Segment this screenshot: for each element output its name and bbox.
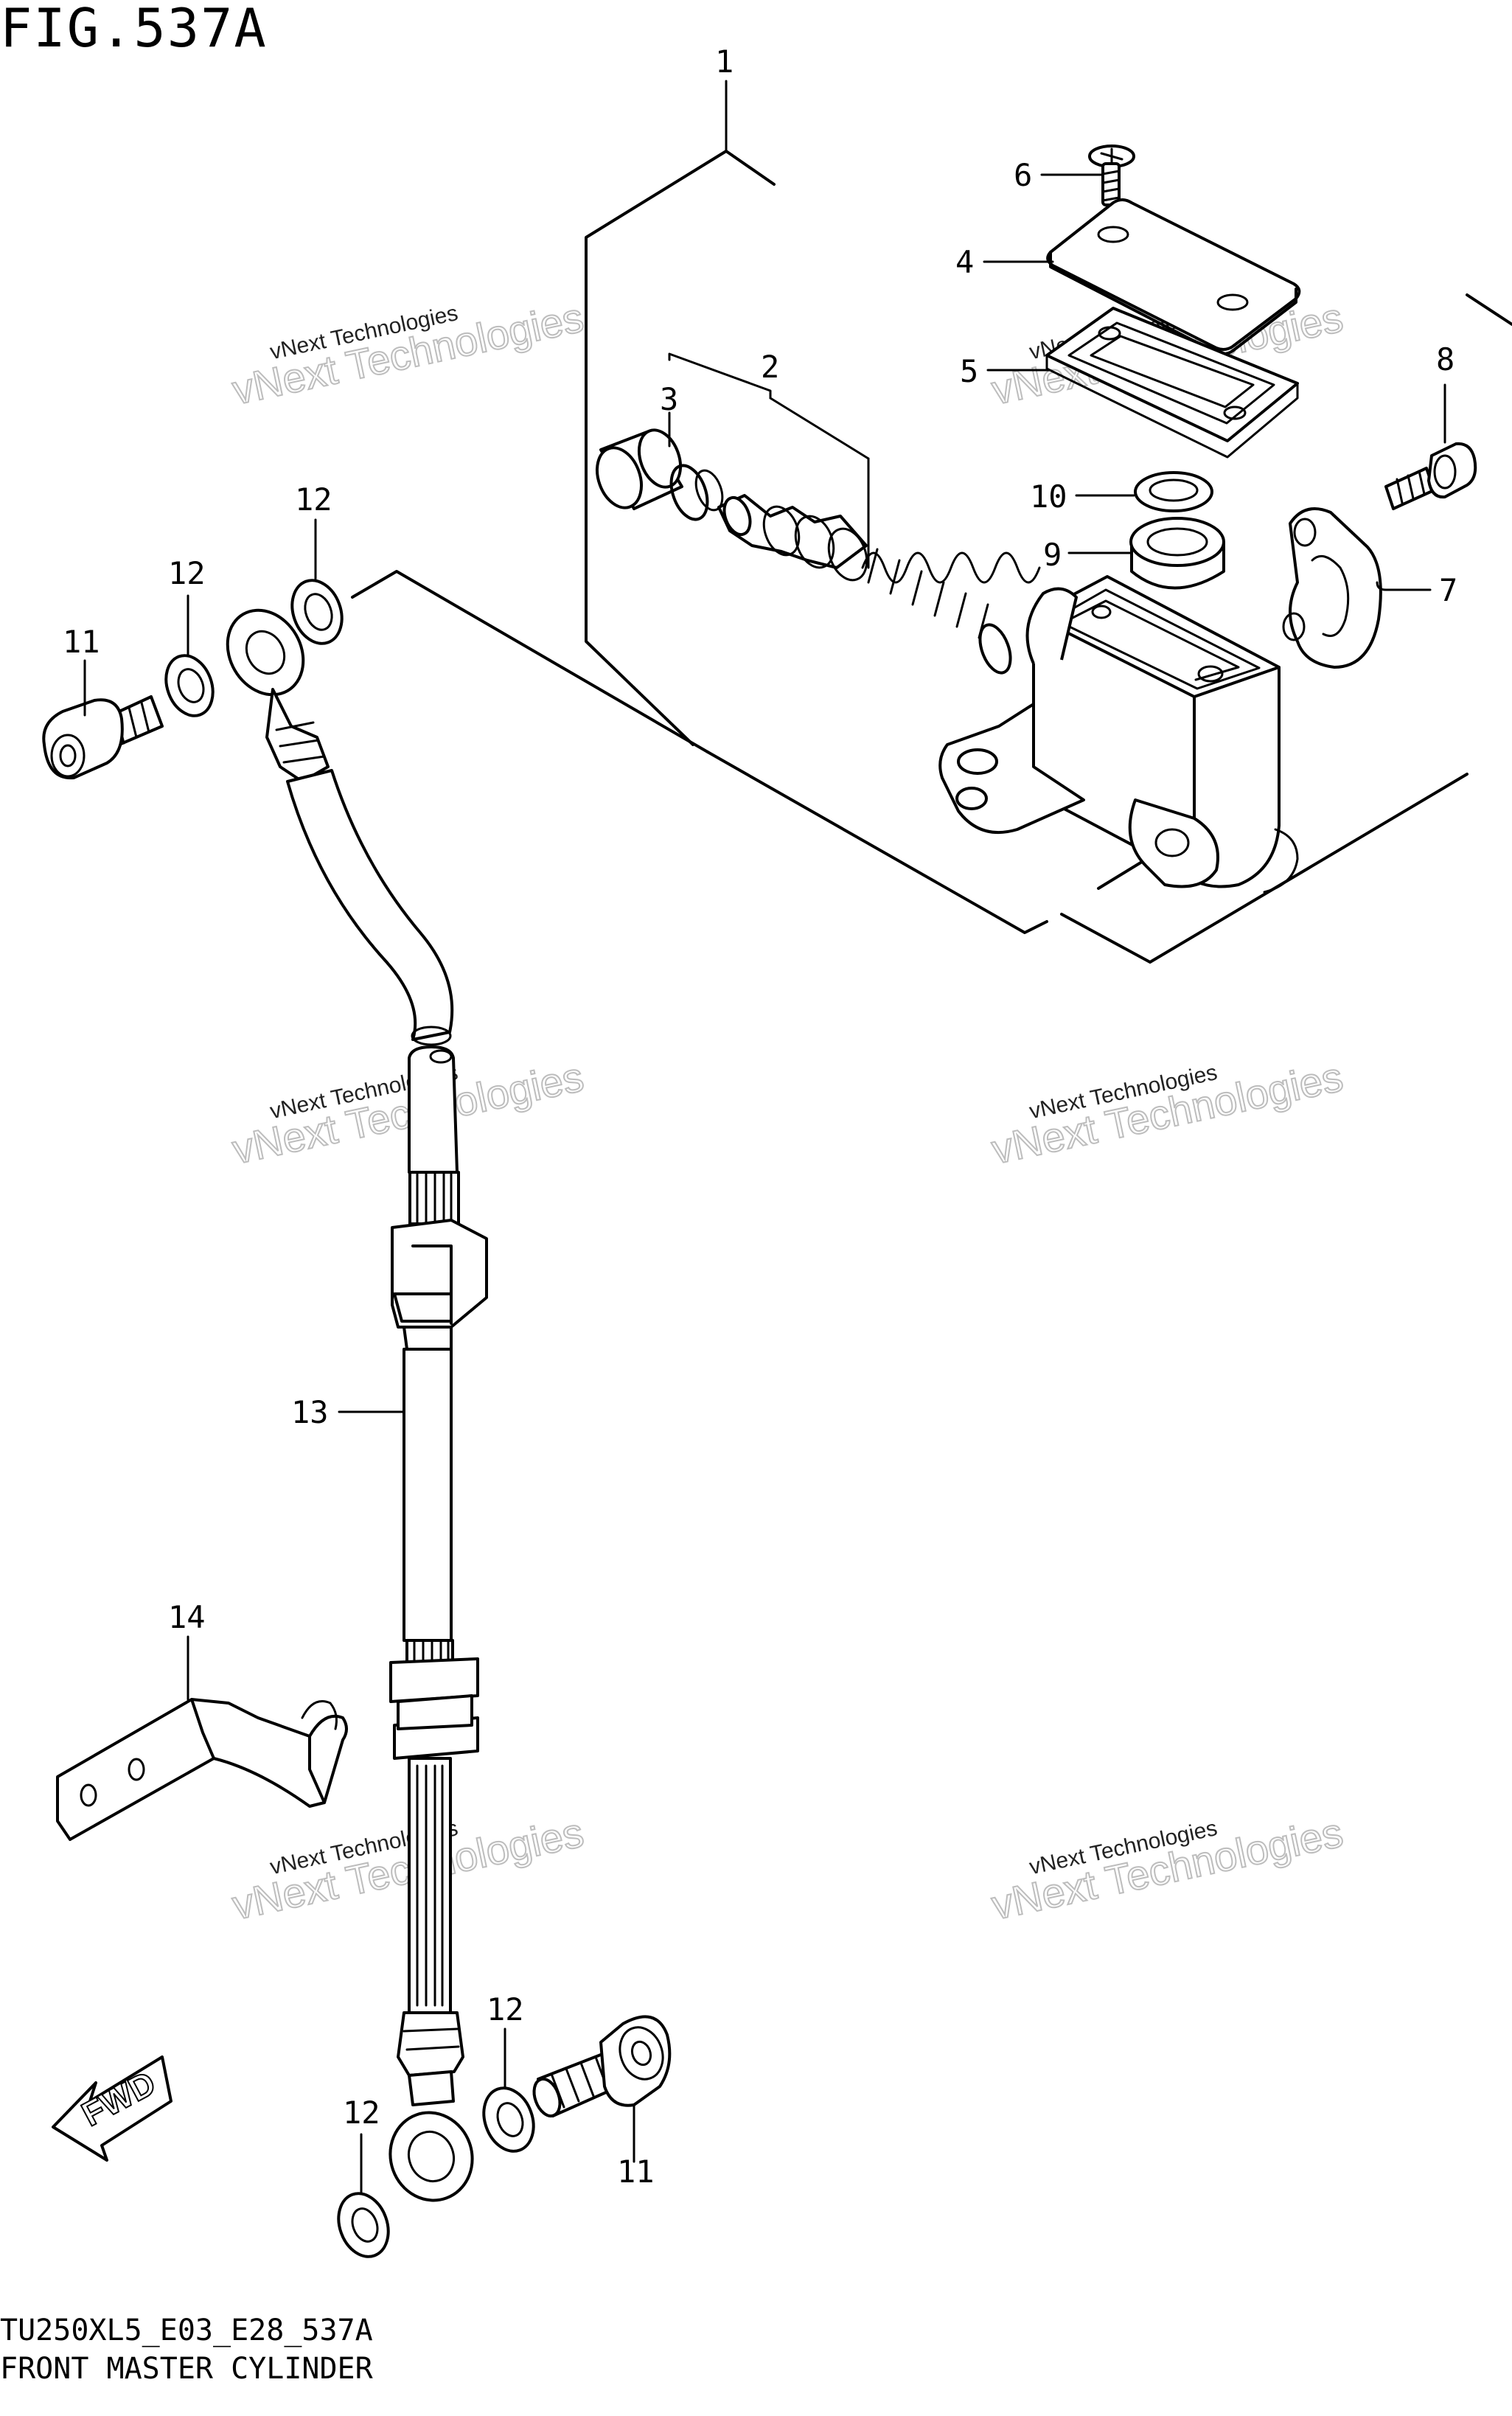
piston-2 xyxy=(717,494,868,582)
callout-13: 13 xyxy=(291,1394,329,1430)
callout-3: 3 xyxy=(660,381,678,417)
banjo-bolt-11-upper xyxy=(42,695,164,780)
fwd-arrow-icon: FWD xyxy=(52,2055,173,2162)
watermark: vNext Technologies vNext Technologies xyxy=(987,1808,1348,1929)
diaphragm-5 xyxy=(1045,307,1299,459)
circlip xyxy=(669,464,724,521)
callout-labels: 1 2 3 4 5 6 7 8 9 10 11 11 12 12 12 12 1… xyxy=(63,43,1457,2190)
callout-2: 2 xyxy=(761,349,779,385)
washer-12-lower-right xyxy=(482,2086,535,2153)
watermark: vNext Technologies vNext Technologies xyxy=(228,293,588,414)
piston-cap-3 xyxy=(596,428,683,510)
bolt-8 xyxy=(1384,442,1477,510)
figure-name: FRONT MASTER CYLINDER xyxy=(0,2352,373,2386)
callout-5: 5 xyxy=(960,353,978,389)
watermark: vNext Technologies vNext Technologies xyxy=(987,1052,1348,1173)
watermark: vNext Technologies vNext Technologies xyxy=(228,1052,588,1173)
callout-14: 14 xyxy=(168,1599,206,1635)
washer-12-lower-left xyxy=(337,2192,390,2258)
screw-6 xyxy=(1088,145,1135,206)
callout-12-upper-right: 12 xyxy=(295,481,332,518)
banjo-bolt-11-lower xyxy=(532,2015,672,2118)
watermark: vNext Technologies vNext Technologies xyxy=(228,1808,588,1929)
callout-1: 1 xyxy=(715,43,734,80)
brake-hose-13 xyxy=(226,608,488,2202)
figure-title: FIG.537A xyxy=(0,0,268,59)
callout-10: 10 xyxy=(1030,478,1067,515)
clamp-7 xyxy=(1282,507,1382,669)
callout-8: 8 xyxy=(1436,341,1454,377)
callout-11-lower: 11 xyxy=(617,2154,655,2190)
callout-7: 7 xyxy=(1439,572,1457,608)
callout-12-lower-left: 12 xyxy=(343,2095,380,2131)
leader-lines xyxy=(83,80,1446,2195)
model-code: TU250XL5_E03_E28_537A xyxy=(0,2314,373,2347)
bracket-14 xyxy=(56,1698,348,1841)
callout-12-lower-right: 12 xyxy=(487,1991,524,2027)
callout-12-upper-left: 12 xyxy=(168,555,206,591)
boot-9 xyxy=(1129,517,1225,590)
callout-6: 6 xyxy=(1014,157,1032,193)
callout-11-upper: 11 xyxy=(63,624,100,660)
callout-9: 9 xyxy=(1043,537,1062,573)
callout-4: 4 xyxy=(955,244,974,280)
assembly-frame xyxy=(351,150,1512,964)
washer-12-upper-left xyxy=(164,654,215,717)
washer-12-upper-right xyxy=(290,579,344,645)
spring xyxy=(861,548,1041,675)
master-cylinder-body xyxy=(938,575,1299,894)
o-ring-10 xyxy=(1134,471,1213,512)
